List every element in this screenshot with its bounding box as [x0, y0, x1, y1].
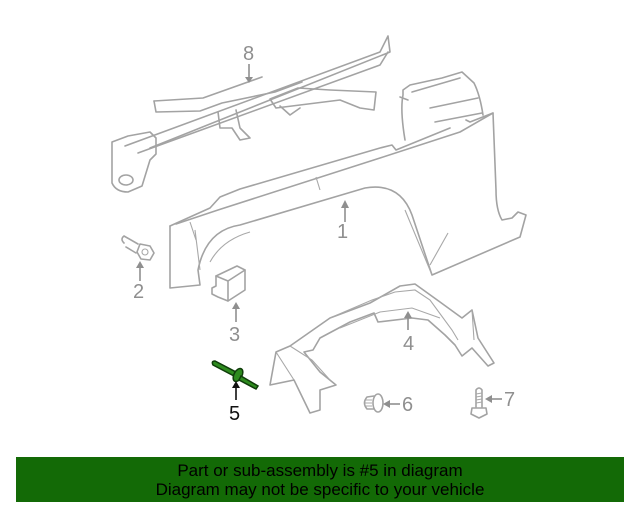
banner-part-line: Part or sub-assembly is #5 in diagram — [177, 461, 463, 480]
callout-6[interactable]: 6 — [402, 394, 413, 416]
banner-disclaimer-line: Diagram may not be specific to your vehi… — [155, 480, 485, 499]
callout-3[interactable]: 3 — [229, 324, 240, 346]
part-2-bolt[interactable] — [121, 235, 155, 261]
callout-1[interactable]: 1 — [337, 221, 348, 243]
parts-diagram: 8 1 2 3 — [111, 35, 527, 425]
callout-4[interactable]: 4 — [403, 333, 414, 355]
callout-7[interactable]: 7 — [504, 389, 515, 411]
callout-8[interactable]: 8 — [243, 43, 254, 65]
part-5-rivet[interactable] — [211, 360, 260, 390]
part-3-pad[interactable] — [211, 265, 246, 302]
callout-5[interactable]: 5 — [229, 403, 240, 425]
part-4-fender-liner[interactable] — [269, 283, 495, 414]
part-6-clip[interactable] — [363, 393, 384, 413]
part-1-fender[interactable] — [169, 71, 527, 289]
part-8-support-rail[interactable] — [111, 35, 391, 193]
part-info-banner: Part or sub-assembly is #5 in diagram Di… — [16, 457, 624, 502]
callout-2[interactable]: 2 — [133, 281, 144, 303]
part-7-bolt[interactable] — [470, 387, 488, 419]
